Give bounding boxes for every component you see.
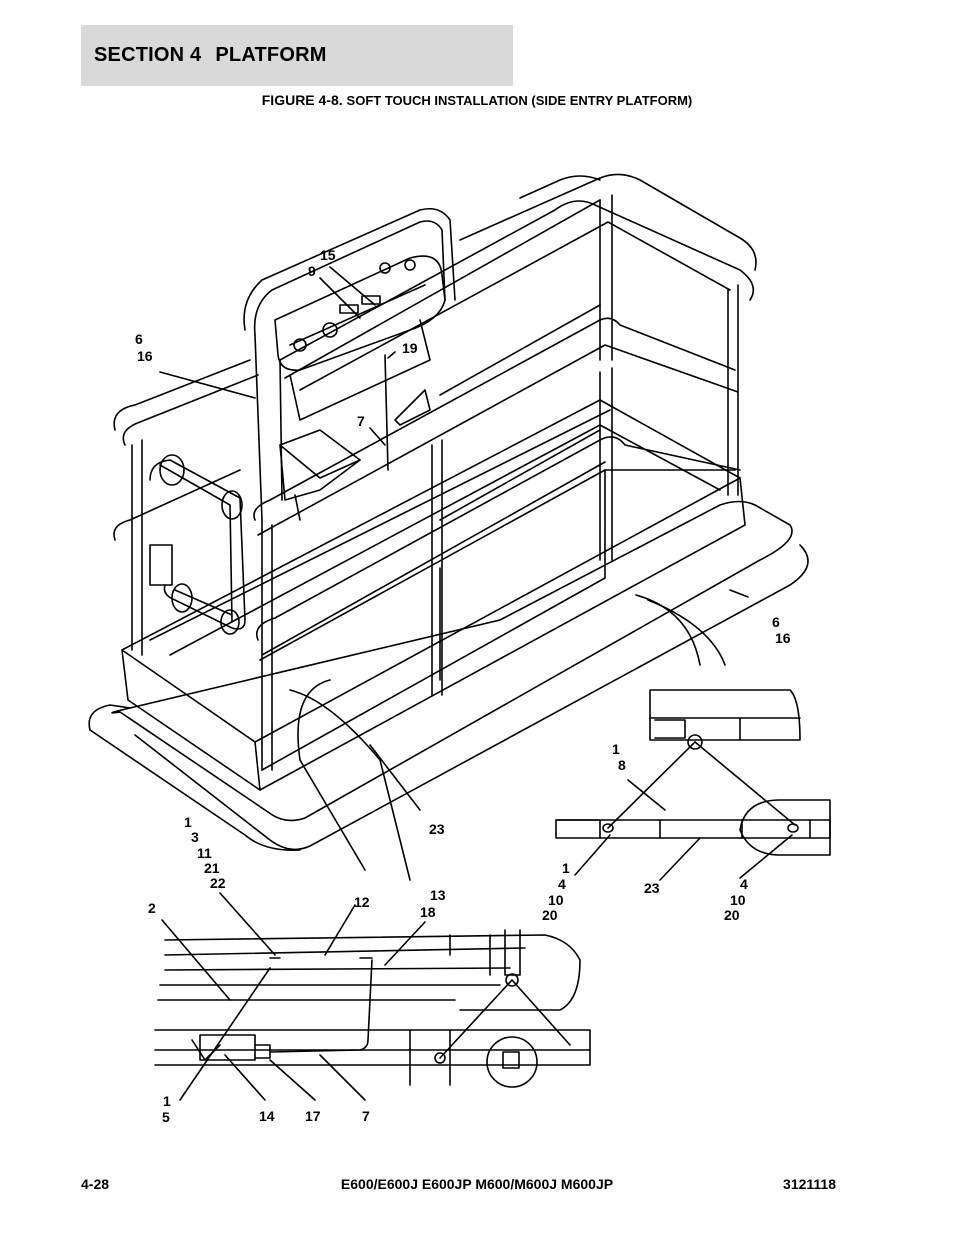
callout-6: 6 — [135, 331, 143, 347]
mid-rail — [253, 317, 736, 521]
callout-19: 19 — [402, 340, 418, 356]
figure-label: FIGURE 4-8. — [261, 92, 343, 108]
cable-7 — [384, 354, 389, 471]
detail-upper-beam — [649, 689, 801, 741]
callout-7: 7 — [362, 1108, 370, 1124]
section-title: PLATFORM — [215, 44, 327, 66]
callout-23: 23 — [644, 880, 660, 896]
callout-21: 21 — [204, 860, 220, 876]
callout-2: 2 — [148, 900, 156, 916]
callout-6: 6 — [772, 614, 780, 630]
callout-9: 9 — [308, 263, 316, 279]
callout-18: 18 — [420, 904, 436, 920]
callout-7: 7 — [357, 413, 365, 429]
entry-gate — [149, 459, 246, 630]
figure-title: FIGURE 4-8. SOFT TOUCH INSTALLATION (SID… — [0, 92, 954, 108]
foot-plate — [279, 429, 361, 479]
callout-13: 13 — [430, 887, 446, 903]
detail-bumper — [164, 934, 581, 1011]
callout-5: 5 — [162, 1109, 170, 1125]
callout-15: 15 — [320, 247, 336, 263]
callout-17: 17 — [305, 1108, 321, 1124]
callout-10: 10 — [548, 892, 564, 908]
section-header: SECTION 4 PLATFORM — [81, 25, 513, 86]
callout-8: 8 — [618, 757, 626, 773]
figure-caption: SOFT TOUCH INSTALLATION (SIDE ENTRY PLAT… — [346, 93, 693, 108]
control-console — [274, 255, 446, 372]
callout-14: 14 — [259, 1108, 275, 1124]
floor-bumper — [111, 500, 793, 822]
callout-1: 1 — [184, 814, 192, 830]
callout-1: 1 — [562, 860, 570, 876]
page-number: 4-28 — [81, 1176, 110, 1192]
model-list: E600/E600J E600JP M600/M600J M600JP — [340, 1176, 614, 1192]
callout-10: 10 — [730, 892, 746, 908]
callout-1: 1 — [612, 741, 620, 757]
lower-rail — [256, 436, 741, 641]
callout-11: 11 — [197, 845, 212, 861]
document-number: 3121118 — [783, 1176, 836, 1192]
callout-1: 1 — [163, 1093, 171, 1109]
callout-4: 4 — [740, 876, 748, 892]
section-number: SECTION 4 — [94, 44, 202, 66]
callout-22: 22 — [210, 875, 226, 891]
callout-16: 16 — [775, 630, 791, 646]
callout-20: 20 — [724, 907, 740, 923]
callout-23: 23 — [429, 821, 445, 837]
platform-floor — [121, 649, 261, 791]
callout-20: 20 — [542, 907, 558, 923]
callout-3: 3 — [191, 829, 199, 845]
console-guard — [243, 207, 456, 331]
callout-4: 4 — [558, 876, 566, 892]
top-rail — [113, 200, 755, 431]
callout-16: 16 — [137, 348, 153, 364]
floor-bumper-inner — [134, 544, 809, 851]
callout-12: 12 — [354, 894, 370, 910]
